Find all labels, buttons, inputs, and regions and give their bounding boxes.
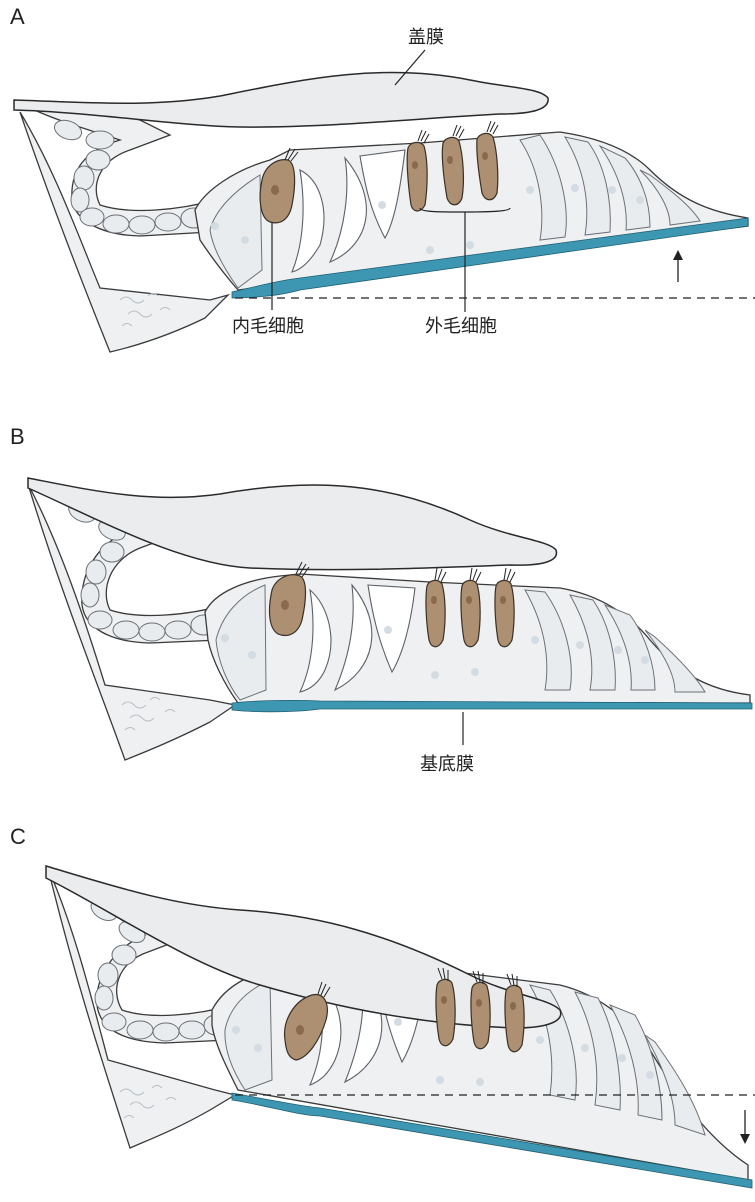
- arrow-down-icon: [740, 1110, 750, 1144]
- label-outer-hair-cells: 外毛细胞: [425, 316, 497, 337]
- panel-letter-b: B: [10, 424, 25, 449]
- arrow-up-icon: [673, 250, 683, 282]
- outer-hair-cells: [407, 121, 498, 211]
- panel-a: A: [10, 4, 755, 352]
- panel-b: B: [10, 424, 752, 775]
- panel-letter-a: A: [10, 4, 25, 29]
- outer-hair-cells: [426, 568, 515, 647]
- panel-letter-c: C: [10, 824, 26, 849]
- panel-c: C: [10, 824, 755, 1188]
- label-inner-hair-cell: 内毛细胞: [232, 316, 304, 337]
- label-basilar-membrane: 基底膜: [420, 754, 474, 775]
- label-tectorial-membrane: 盖膜: [408, 27, 444, 48]
